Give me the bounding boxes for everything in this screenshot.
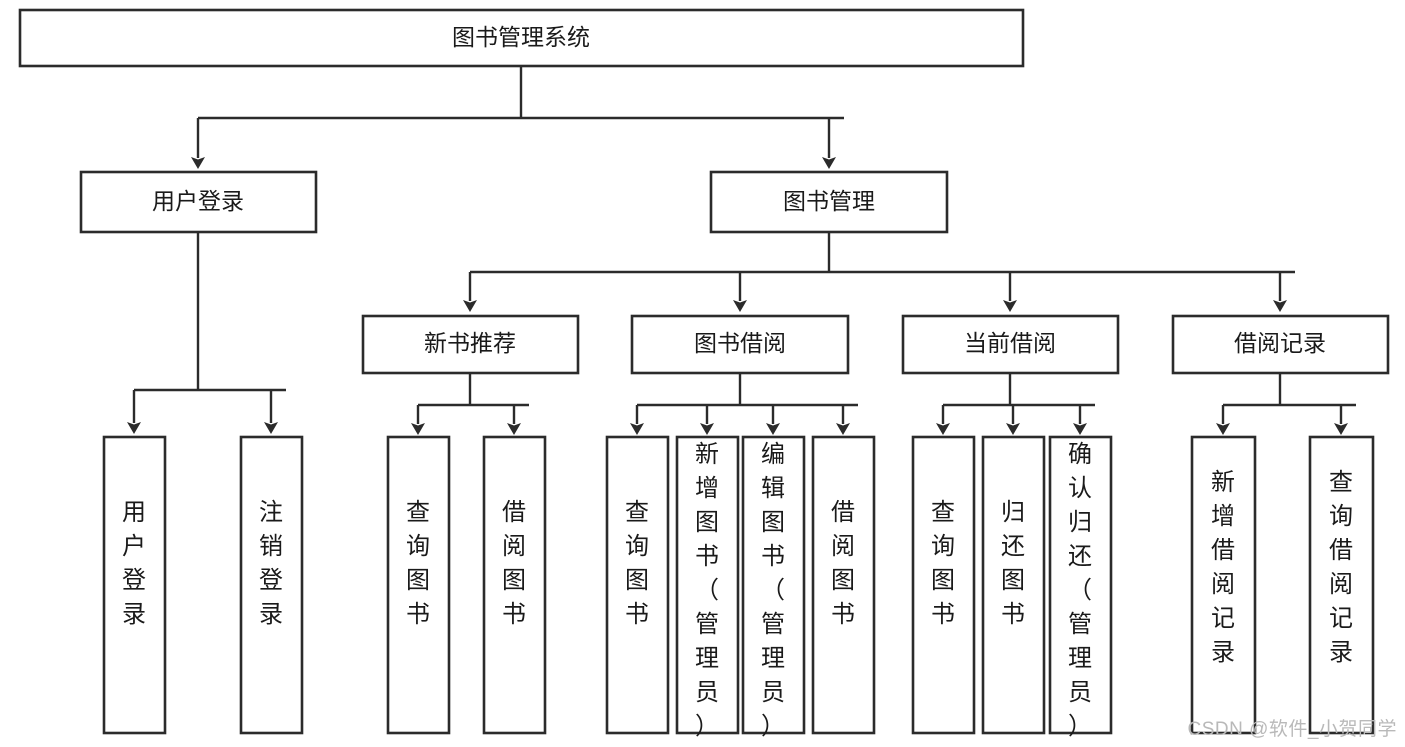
node-leaf-return-book[interactable]: 归还图书 [981,435,1046,735]
node-leaf-user-login[interactable]: 用户登录 [102,435,167,735]
node-leaf-borrow-book-2-label: 借阅图书 [831,499,855,628]
node-leaf-query-record[interactable]: 查询借阅记录 [1308,435,1375,735]
node-leaf-borrow-book-2[interactable]: 借阅图书 [811,435,876,735]
node-book-management-label: 图书管理 [783,188,875,214]
node-leaf-query-book-1-label: 查询图书 [406,499,430,628]
node-new-book-recommend[interactable]: 新书推荐 [361,314,580,375]
node-leaf-add-record-label: 新增借阅记录 [1211,469,1235,666]
node-leaf-query-book-3-label: 查询图书 [931,499,955,628]
node-leaf-edit-book-label: 编辑图书（管理员） [761,441,785,740]
connector-book-borrow-to-leaves [630,373,858,435]
node-leaf-query-record-label: 查询借阅记录 [1329,469,1353,666]
node-leaf-return-book-label: 归还图书 [1001,499,1025,628]
connector-borrow-record-to-leaves [1216,373,1356,435]
node-leaf-edit-book[interactable]: 编辑图书（管理员） [741,435,806,740]
node-book-borrow-label: 图书借阅 [694,330,786,356]
node-borrow-record-label: 借阅记录 [1234,330,1326,356]
node-leaf-logout-login[interactable]: 注销登录 [239,435,304,735]
connector-new-book-recommend-to-leaves [411,373,529,435]
node-leaf-borrow-book-1-label: 借阅图书 [502,499,526,628]
node-leaf-confirm-return-label: 确认归还（管理员） [1068,441,1092,740]
connector-book-management-to-level2 [463,232,1295,312]
node-leaf-add-book[interactable]: 新增图书（管理员） [675,435,740,740]
node-root[interactable]: 图书管理系统 [18,8,1025,68]
node-current-borrow[interactable]: 当前借阅 [901,314,1120,375]
node-leaf-add-record[interactable]: 新增借阅记录 [1190,435,1257,735]
node-borrow-record[interactable]: 借阅记录 [1171,314,1390,375]
node-new-book-recommend-label: 新书推荐 [424,330,516,356]
node-leaf-query-book-2[interactable]: 查询图书 [605,435,670,735]
node-leaf-user-login-label: 用户登录 [122,499,146,628]
node-leaf-query-book-2-label: 查询图书 [625,499,649,628]
node-book-borrow[interactable]: 图书借阅 [630,314,850,375]
node-user-login-label: 用户登录 [152,188,244,214]
node-user-login[interactable]: 用户登录 [79,170,318,234]
connector-root-to-level1 [191,66,844,169]
node-leaf-query-book-3[interactable]: 查询图书 [911,435,976,735]
node-leaf-logout-login-label: 注销登录 [259,499,283,628]
node-current-borrow-label: 当前借阅 [964,330,1056,356]
node-book-management[interactable]: 图书管理 [709,170,949,234]
node-root-label: 图书管理系统 [452,24,590,50]
connector-current-borrow-to-leaves [936,373,1095,435]
node-leaf-query-book-1[interactable]: 查询图书 [386,435,451,735]
node-leaf-add-book-label: 新增图书（管理员） [695,441,719,740]
node-leaf-borrow-book-1[interactable]: 借阅图书 [482,435,547,735]
connector-user-login-to-leaves [127,232,286,434]
node-leaf-confirm-return[interactable]: 确认归还（管理员） [1048,435,1113,740]
